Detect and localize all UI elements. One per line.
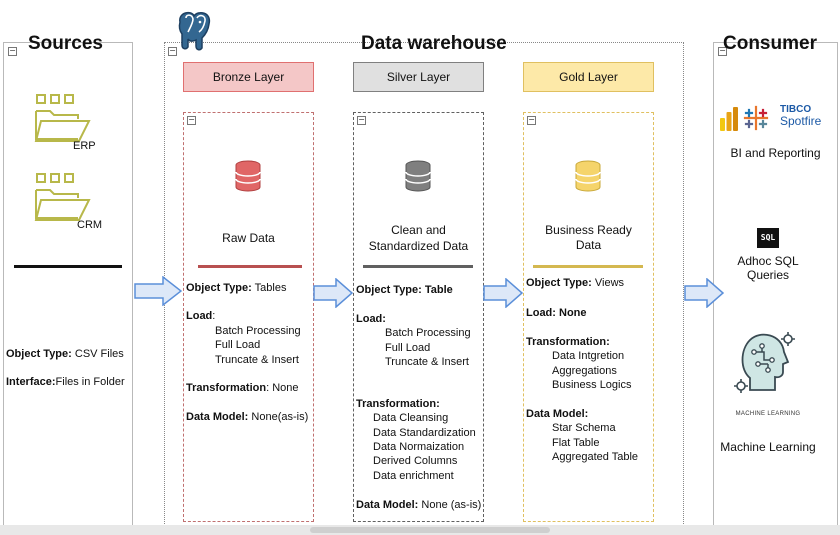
silver-transformation-item: Derived Columns <box>373 455 458 467</box>
consumer-title: Consumer <box>723 33 817 54</box>
silver-layer-header: Silver Layer <box>353 62 484 92</box>
crm-label: CRM <box>77 219 103 231</box>
bronze-layer-header: Bronze Layer <box>183 62 314 92</box>
scrollbar-thumb[interactable] <box>310 527 550 533</box>
silver-load-item: Batch Processing <box>385 327 471 339</box>
gold-collapse-button[interactable]: − <box>527 115 536 125</box>
warehouse-collapse-button[interactable]: − <box>168 46 177 56</box>
gold-data-model-label: Data Model: <box>526 408 589 420</box>
gold-description-line: Business Ready <box>545 223 632 237</box>
silver-load-item: Full Load <box>385 342 431 354</box>
bronze-load-label: Load: <box>186 310 216 322</box>
silver-object-type: Object Type: Table <box>356 284 453 296</box>
bronze-load-item: Full Load <box>215 339 261 351</box>
silver-underline <box>363 265 473 268</box>
erp-folder-icon <box>34 94 91 142</box>
sources-collapse-button[interactable]: − <box>8 46 17 56</box>
sources-divider <box>14 265 122 268</box>
gold-transformation-item: Aggregations <box>552 365 617 377</box>
silver-transformation-item: Data Cleansing <box>373 412 449 424</box>
gold-layer-header: Gold Layer <box>523 62 654 92</box>
spotfire-logo: TIBCO Spotfire <box>780 104 836 128</box>
sources-object-type: Object Type: CSV Files <box>6 348 124 360</box>
gold-data-model-item: Flat Table <box>552 437 600 449</box>
gold-transformation-label: Transformation: <box>526 336 610 348</box>
silver-collapse-button[interactable]: − <box>357 115 366 125</box>
gold-data-model-item: Star Schema <box>552 422 616 434</box>
gold-transformation-item: Data Intgretion <box>552 350 625 362</box>
bronze-layer-box <box>183 112 314 522</box>
gold-data-model-item: Aggregated Table <box>552 451 639 463</box>
bronze-data-model: Data Model: None(as-is) <box>186 411 309 423</box>
bi-reporting-label: BI and Reporting <box>730 146 821 160</box>
warehouse-title: Data warehouse <box>361 33 507 54</box>
silver-description-line: Standardized Data <box>368 239 469 253</box>
gold-load: Load: None <box>526 307 587 319</box>
arrow-silver-to-gold <box>483 278 523 308</box>
sources-panel <box>3 42 133 532</box>
sql-icon-text: SQL <box>760 233 776 242</box>
spotfire-label: Spotfire <box>780 114 822 128</box>
sql-icon: SQL <box>757 228 779 248</box>
bronze-load-item: Truncate & Insert <box>215 354 299 366</box>
adhoc-sql-label: Queries <box>746 268 790 282</box>
bronze-database-icon <box>235 160 261 192</box>
gold-object-type: Object Type: Views <box>526 277 625 289</box>
silver-data-model: Data Model: None (as-is) <box>356 499 482 511</box>
bronze-description: Raw Data <box>222 231 275 245</box>
silver-transformation-item: Data enrichment <box>373 470 454 482</box>
bronze-collapse-button[interactable]: − <box>187 115 196 125</box>
gold-underline <box>533 265 643 268</box>
silver-layer-box <box>353 112 484 522</box>
sources-title: Sources <box>28 33 103 54</box>
gold-description-line: Data <box>575 238 602 252</box>
silver-description-line: Clean and <box>391 223 446 237</box>
gold-database-icon <box>575 160 601 192</box>
arrow-gold-to-consumer <box>684 278 724 308</box>
tableau-icon <box>743 105 769 131</box>
arrow-sources-to-bronze <box>134 276 182 306</box>
bronze-underline <box>198 265 302 268</box>
bronze-transformation: Transformation: None <box>186 382 299 394</box>
silver-transformation-item: Data Standardization <box>373 427 476 439</box>
gold-transformation-item: Business Logics <box>552 379 632 391</box>
silver-transformation-item: Data Normaization <box>373 441 465 453</box>
warehouse-panel <box>164 42 684 532</box>
gold-layer-box <box>523 112 654 522</box>
tibco-label: TIBCO <box>780 104 812 115</box>
adhoc-sql-label: Adhoc SQL <box>737 254 799 268</box>
silver-load-item: Truncate & Insert <box>385 356 469 368</box>
sources-interface: Interface:Files in Folder <box>6 376 125 388</box>
silver-database-icon <box>405 160 431 192</box>
machine-learning-caption: MACHINE LEARNING <box>735 411 801 417</box>
machine-learning-label: Machine Learning <box>720 440 816 454</box>
erp-label: ERP <box>73 140 96 152</box>
powerbi-icon <box>720 107 738 131</box>
silver-transformation-label: Transformation: <box>356 398 440 410</box>
machine-learning-head-icon <box>734 332 795 393</box>
crm-folder-icon <box>34 173 91 221</box>
consumer-collapse-button[interactable]: − <box>718 46 727 56</box>
silver-load-label: Load: <box>356 313 386 325</box>
arrow-bronze-to-silver <box>313 278 353 308</box>
bronze-object-type: Object Type: Tables <box>186 282 287 294</box>
postgresql-elephant-icon <box>178 11 211 51</box>
bronze-load-item: Batch Processing <box>215 325 301 337</box>
